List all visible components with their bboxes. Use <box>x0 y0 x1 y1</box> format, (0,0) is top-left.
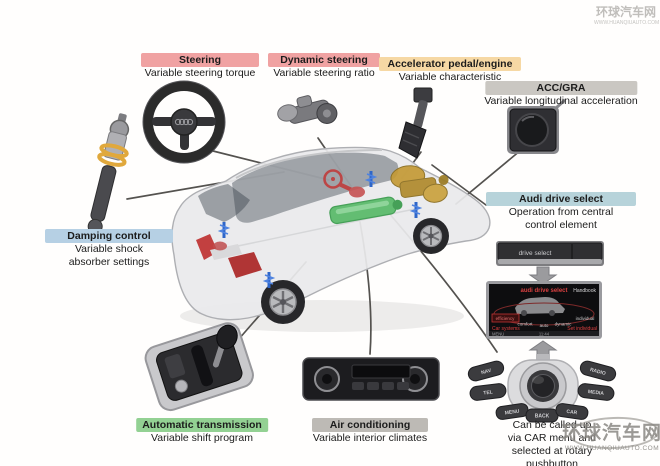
car-transmission-internals <box>329 196 403 225</box>
drive-select-button-label: drive select <box>519 250 552 257</box>
label-dynamic-steering-subtitle: Variable steering ratio <box>273 67 375 79</box>
mmi-status-time: 11:44 <box>539 331 550 336</box>
drive-select-button[interactable]: drive select <box>496 241 604 266</box>
mmi-caption: Can be called up via CAR menu and select… <box>498 419 606 466</box>
car-license-plate <box>210 244 242 260</box>
mmi-button-menu-label: MENU <box>504 408 520 416</box>
climate-panel-image <box>302 357 440 401</box>
label-acc-gra-subtitle: Variable longitudinal acceleration <box>484 95 638 107</box>
mmi-button-car-label: CAR <box>566 409 578 417</box>
mmi-control-panel: NAV TEL RADIO MEDIA MENU BACK CAR <box>467 354 617 423</box>
label-accelerator-title: Accelerator pedal/engine <box>379 57 521 71</box>
label-air-conditioning-title: Air conditioning <box>312 418 428 432</box>
mmi-button-nav-label: NAV <box>481 368 493 377</box>
label-damping-control-subtitle1: Variable shock <box>74 243 144 255</box>
label-steering-subtitle: Variable steering torque <box>144 67 256 79</box>
mmi-rotary-pushbutton[interactable] <box>519 362 567 410</box>
label-dynamic-steering-title: Dynamic steering <box>268 53 380 67</box>
label-audi-drive-select-title: Audi drive select <box>486 192 636 206</box>
label-accelerator-pedal-engine: Accelerator pedal/engine Variable charac… <box>379 56 521 84</box>
arrow-down-icon <box>528 266 558 285</box>
mmi-mode-comfort[interactable]: comfort <box>517 322 533 327</box>
acc-sensor-image <box>507 98 566 154</box>
mmi-mode-efficiency[interactable]: efficiency <box>496 316 515 321</box>
mmi-caption-line2: via CAR menu and <box>507 432 597 444</box>
mmi-screen-car <box>515 297 565 314</box>
car-damper-internals <box>217 171 423 288</box>
label-air-conditioning: Air conditioning Variable interior clima… <box>312 417 428 445</box>
label-automatic-transmission-subtitle: Variable shift program <box>151 432 253 444</box>
mmi-button-tel-label: TEL <box>483 389 493 396</box>
car-front-wheel <box>413 218 449 254</box>
mmi-screen-bottom-left[interactable]: Car systems <box>492 326 520 332</box>
car-taillight-wrap <box>228 252 262 278</box>
mmi-screen-title: audi drive select <box>520 288 567 294</box>
audi-rings-icon <box>174 118 194 126</box>
mmi-button-radio-label: RADIO <box>589 367 606 377</box>
label-accelerator-subtitle: Variable characteristic <box>398 71 502 83</box>
car-rear-wheel <box>261 280 305 324</box>
mmi-screen-bottom-right[interactable]: Set individual <box>567 326 597 332</box>
car-roof-rail <box>235 149 383 179</box>
label-automatic-transmission: Automatic transmission Variable shift pr… <box>136 417 268 445</box>
mmi-button-media[interactable] <box>577 383 615 401</box>
mmi-status-menu: MENU <box>492 331 504 336</box>
label-automatic-transmission-title: Automatic transmission <box>136 418 268 432</box>
label-air-conditioning-subtitle: Variable interior climates <box>312 432 428 444</box>
mmi-button-menu[interactable] <box>495 403 529 420</box>
label-damping-control: Damping control Variable shock absorber … <box>45 228 173 268</box>
car-illustration <box>171 146 491 324</box>
car-engine-internals <box>390 165 449 203</box>
gear-shifter-lever <box>212 324 238 368</box>
label-damping-control-subtitle2: absorber settings <box>68 255 150 268</box>
car-rear-red-module <box>213 241 227 251</box>
mmi-button-tel[interactable] <box>469 383 507 401</box>
accelerator-pedal-image <box>398 87 433 159</box>
label-steering-title: Steering <box>141 53 259 67</box>
label-damping-control-title: Damping control <box>45 229 173 243</box>
label-dynamic-steering: Dynamic steering Variable steering ratio <box>268 52 380 80</box>
mmi-mode-auto[interactable]: auto <box>540 323 549 328</box>
mmi-screen-handbook: Handbook <box>573 288 596 294</box>
car-rear-glass <box>198 184 250 222</box>
mmi-button-back-label: BACK <box>535 414 550 420</box>
mmi-caption-line1: Can be called up <box>512 419 592 431</box>
mmi-button-radio[interactable] <box>579 360 617 383</box>
car-side-glass <box>232 152 399 223</box>
label-audi-drive-select: Audi drive select Operation from central… <box>486 191 636 231</box>
mmi-button-car[interactable] <box>555 403 589 420</box>
mmi-mode-dynamic[interactable]: dynamic <box>555 322 573 327</box>
mmi-screen: audi drive select Handbook efficiency co… <box>486 281 602 339</box>
mmi-button-nav[interactable] <box>467 360 505 383</box>
label-steering: Steering Variable steering torque <box>141 52 259 80</box>
gear-shifter-image <box>144 322 254 412</box>
label-acc-gra: ACC/GRA Variable longitudinal accelerati… <box>484 80 638 108</box>
damper-image <box>87 113 130 234</box>
mmi-button-media-label: MEDIA <box>588 389 605 397</box>
line-drive-select <box>431 164 487 206</box>
label-audi-drive-select-subtitle2: control element <box>525 218 597 231</box>
car-steering-internals <box>323 169 365 198</box>
mmi-caption-line3: selected at rotary pushbutton <box>511 445 593 466</box>
label-acc-gra-title: ACC/GRA <box>484 81 637 95</box>
mmi-mode-individual[interactable]: individual <box>576 316 595 321</box>
label-audi-drive-select-subtitle1: Operation from central <box>508 206 614 218</box>
steering-wheel-image <box>142 80 226 164</box>
dynamic-steering-actuator-image <box>277 95 338 124</box>
